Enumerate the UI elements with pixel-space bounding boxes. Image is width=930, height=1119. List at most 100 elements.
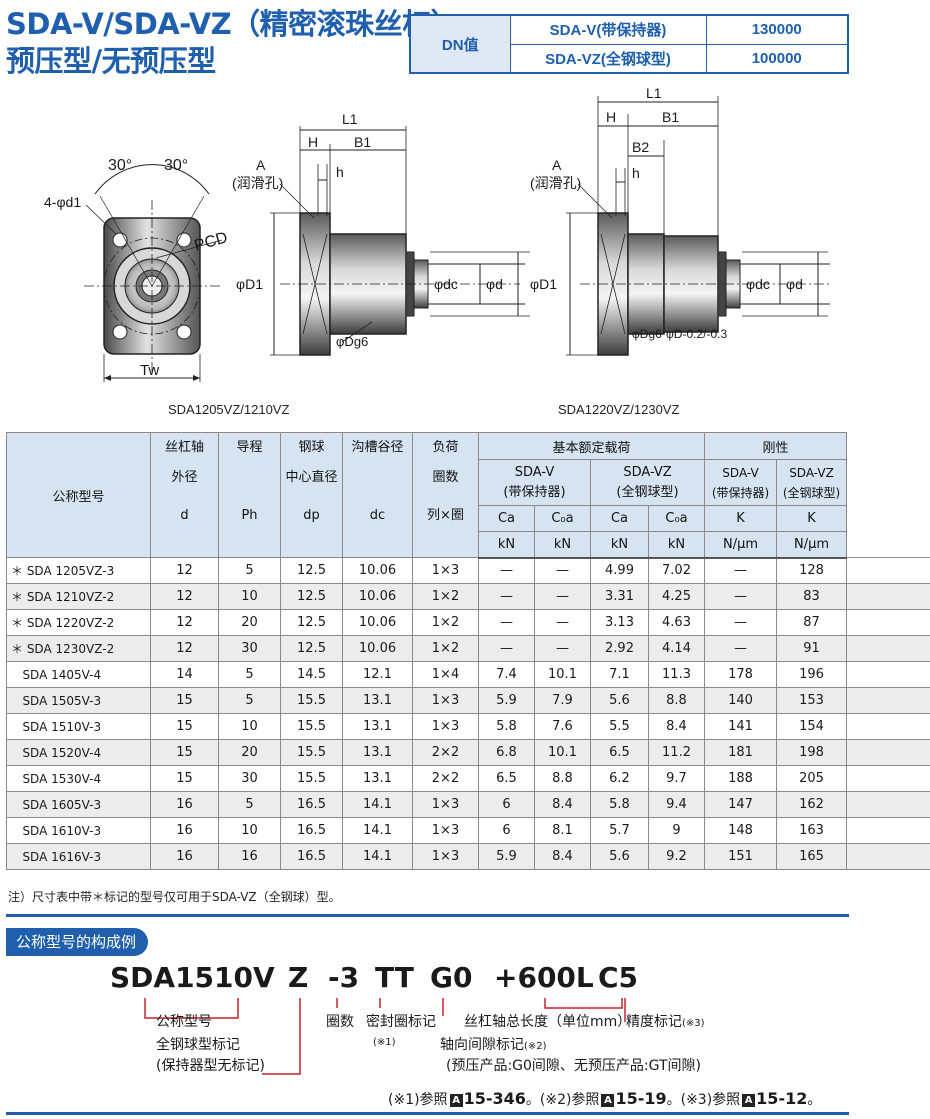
- b2-label: B2: [632, 139, 649, 155]
- value-cell: 6: [478, 791, 535, 818]
- ref3-page-link[interactable]: 15-12: [756, 1089, 808, 1108]
- accuracy-label: 精度标记: [626, 1014, 682, 1030]
- value-cell: 1×3: [412, 843, 479, 870]
- value-cell: 6.5: [478, 765, 535, 792]
- header-sdavz: SDA-VZ (全钢球型): [589, 459, 706, 506]
- value-cell: 1×2: [412, 635, 479, 662]
- dn-value-cell: 100000: [705, 43, 849, 74]
- exp-model: 公称型号: [156, 1014, 212, 1030]
- ref-box-icon: A: [742, 1094, 756, 1107]
- value-cell: 196: [776, 661, 848, 688]
- header-load-top: 负荷: [432, 440, 459, 455]
- l1-label: L1: [342, 111, 358, 127]
- exp-seal: 密封圈标记: [366, 1014, 436, 1030]
- value-cell: 12.5: [280, 557, 343, 584]
- value-cell: 10: [218, 817, 281, 844]
- row-spacer: [846, 739, 930, 766]
- value-cell: 5: [218, 661, 281, 688]
- header-kn: kN: [590, 531, 649, 559]
- technical-drawings: 30° 30° 4-φd1 PCD Tw: [0, 84, 930, 429]
- value-cell: 153: [776, 687, 848, 714]
- page-title: SDA-V/SDA-VZ（精密滚珠丝杠） 预压型/无预压型: [6, 6, 460, 80]
- value-cell: 1×4: [412, 661, 479, 688]
- value-cell: 7.4: [478, 661, 535, 688]
- value-cell: 12: [150, 635, 219, 662]
- value-cell: 12.1: [342, 661, 413, 688]
- model-code-leaders: [144, 998, 626, 1075]
- header-sdavz-label: SDA-VZ: [623, 464, 672, 480]
- value-cell: 87: [776, 609, 848, 636]
- value-cell: 3.13: [590, 609, 649, 636]
- value-cell: 5: [218, 791, 281, 818]
- value-cell: 13.1: [342, 687, 413, 714]
- value-cell: 8.8: [647, 687, 706, 714]
- value-cell: 188: [704, 765, 778, 792]
- code-part-turns: -3: [328, 961, 360, 994]
- value-cell: —: [478, 635, 535, 662]
- value-cell: 5.8: [590, 791, 649, 818]
- value-cell: 13.1: [342, 713, 413, 740]
- front-flange-view: [84, 164, 223, 382]
- value-cell: —: [704, 609, 778, 636]
- value-cell: 151: [704, 843, 778, 870]
- title-line-2: 预压型/无预压型: [6, 44, 216, 78]
- header-load-unit: 列×圈: [427, 508, 464, 523]
- header-dc: 沟槽谷径 dc: [342, 432, 413, 558]
- value-cell: 5.6: [590, 687, 649, 714]
- row-spacer: [846, 817, 930, 844]
- header-rated-load: 基本额定载荷: [477, 432, 706, 460]
- value-cell: 20: [218, 609, 281, 636]
- value-cell: 5.5: [590, 713, 649, 740]
- value-cell: 9.7: [647, 765, 706, 792]
- header-kn: kN: [534, 531, 591, 559]
- value-cell: 162: [776, 791, 848, 818]
- value-cell: 12.5: [280, 635, 343, 662]
- header-rig-sdavz-sub: (全钢球型): [782, 485, 841, 500]
- side-view-left: [270, 126, 530, 356]
- row-spacer: [846, 583, 930, 610]
- header-kunit: N/μm: [776, 531, 848, 559]
- value-cell: 9.2: [647, 843, 706, 870]
- model-cell: ＊ SDA 1220VZ-2: [6, 609, 151, 636]
- exp-full-ball: 全钢球型标记: [156, 1037, 240, 1053]
- exp-turns: 圈数: [326, 1014, 354, 1030]
- value-cell: 15: [150, 687, 219, 714]
- value-cell: 1×3: [412, 713, 479, 740]
- value-cell: 83: [776, 583, 848, 610]
- spec-table: 公称型号 丝杠轴 外径 d 导程 Ph 钢球 中心直径 dp 沟槽谷径 dc: [6, 432, 930, 870]
- right-drawing-caption: SDA1220VZ/1230VZ: [558, 402, 680, 417]
- header-kunit: N/μm: [704, 531, 778, 559]
- dc-label: φdc: [746, 276, 770, 292]
- value-cell: 7.1: [590, 661, 649, 688]
- value-cell: 14: [150, 661, 219, 688]
- accuracy-ref: (※3): [682, 1018, 705, 1029]
- value-cell: 9: [647, 817, 706, 844]
- d1-label: φD1: [530, 276, 557, 292]
- value-cell: 10: [218, 583, 281, 610]
- value-cell: 2×2: [412, 765, 479, 792]
- header-spacer: [846, 432, 930, 558]
- value-cell: 4.99: [590, 557, 649, 584]
- dn-value-cell: 130000: [705, 14, 849, 45]
- ref2-prefix: 。(※2)参照: [525, 1092, 600, 1108]
- angle-label: 30°: [108, 157, 132, 174]
- d1-label: φD1: [236, 276, 263, 292]
- ref2-page-link[interactable]: 15-19: [615, 1089, 667, 1108]
- value-cell: 163: [776, 817, 848, 844]
- value-cell: 14.1: [342, 843, 413, 870]
- value-cell: 7.9: [534, 687, 591, 714]
- value-cell: 16: [218, 843, 281, 870]
- b1-label: B1: [354, 134, 371, 150]
- ref-end: 。: [807, 1092, 822, 1108]
- ref1-page-link[interactable]: 15-346: [463, 1089, 526, 1108]
- exp-seal-ref: (※1): [373, 1033, 396, 1049]
- header-rig-sdav-label: SDA-V: [722, 465, 759, 480]
- value-cell: —: [534, 635, 591, 662]
- clearance-label: 轴向间隙标记: [440, 1037, 524, 1053]
- header-d: 丝杠轴 外径 d: [150, 432, 219, 558]
- ref-box-icon: A: [449, 1094, 463, 1107]
- value-cell: 15.5: [280, 739, 343, 766]
- value-cell: 14.5: [280, 661, 343, 688]
